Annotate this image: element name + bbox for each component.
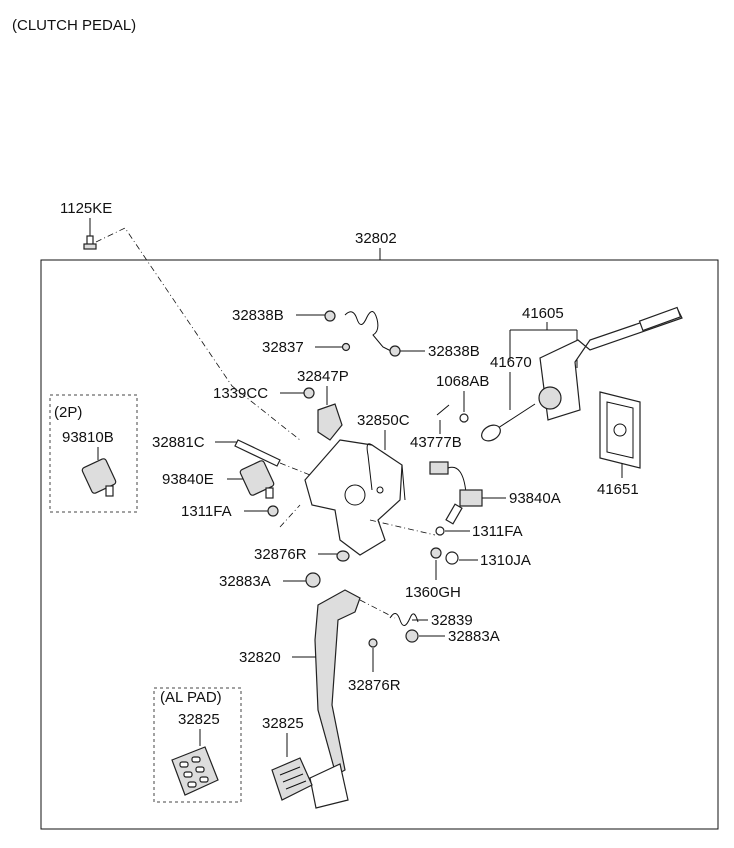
label-1310JA: 1310JA (480, 552, 531, 569)
option-box-al-pad (153, 687, 242, 803)
label-32876R-upper: 32876R (254, 546, 307, 563)
label-41670: 41670 (490, 354, 532, 371)
bracket-32847P (317, 403, 343, 441)
label-32876R-lower: 32876R (348, 677, 401, 694)
label-1125KE: 1125KE (60, 200, 112, 217)
switch-93840A (429, 461, 483, 525)
label-93840A: 93840A (509, 490, 561, 507)
label-32825-al-pad: 32825 (178, 711, 220, 728)
label-1360GH: 1360GH (405, 584, 461, 601)
assembly-frame (40, 259, 719, 830)
label-32825-main: 32825 (262, 715, 304, 732)
option-2p-heading: (2P) (54, 404, 82, 421)
label-93810B: 93810B (62, 429, 114, 446)
label-32838B-lower: 32838B (428, 343, 480, 360)
pedal-pad-32825 (271, 757, 313, 801)
switch-93810B (81, 458, 117, 497)
bolt-1125KE (83, 235, 97, 250)
label-32883A-right: 32883A (448, 628, 500, 645)
label-32883A-left: 32883A (219, 573, 271, 590)
label-1311FA-left: 1311FA (181, 503, 232, 520)
label-32838B-upper: 32838B (232, 307, 284, 324)
label-1339CC: 1339CC (213, 385, 268, 402)
label-32847P: 32847P (297, 368, 349, 385)
spring-32839 (389, 613, 419, 626)
label-32881C: 32881C (152, 434, 205, 451)
switch-93840E (239, 460, 275, 499)
al-pedal-pad-32825 (171, 746, 219, 796)
pin-32881C (234, 439, 281, 467)
master-cylinder-41605 (538, 306, 683, 421)
option-box-2p (49, 394, 138, 513)
label-93840E: 93840E (162, 471, 214, 488)
label-32850C: 32850C (357, 412, 410, 429)
spring-32837 (344, 311, 392, 352)
label-32839: 32839 (431, 612, 473, 629)
label-32820: 32820 (239, 649, 281, 666)
label-1068AB: 1068AB (436, 373, 489, 390)
clutch-pedal-arm-32820 (309, 589, 361, 809)
pedal-bracket-32850C (304, 439, 406, 556)
diagram-title: (CLUTCH PEDAL) (12, 17, 136, 34)
label-43777B: 43777B (410, 434, 462, 451)
label-41651: 41651 (597, 481, 639, 498)
label-32802: 32802 (355, 230, 397, 247)
label-1311FA-right: 1311FA (472, 523, 523, 540)
push-rod-41670 (481, 403, 536, 442)
option-al-pad-heading: (AL PAD) (160, 689, 222, 706)
label-41605: 41605 (522, 305, 564, 322)
label-32837: 32837 (262, 339, 304, 356)
gasket-41651 (599, 391, 641, 469)
